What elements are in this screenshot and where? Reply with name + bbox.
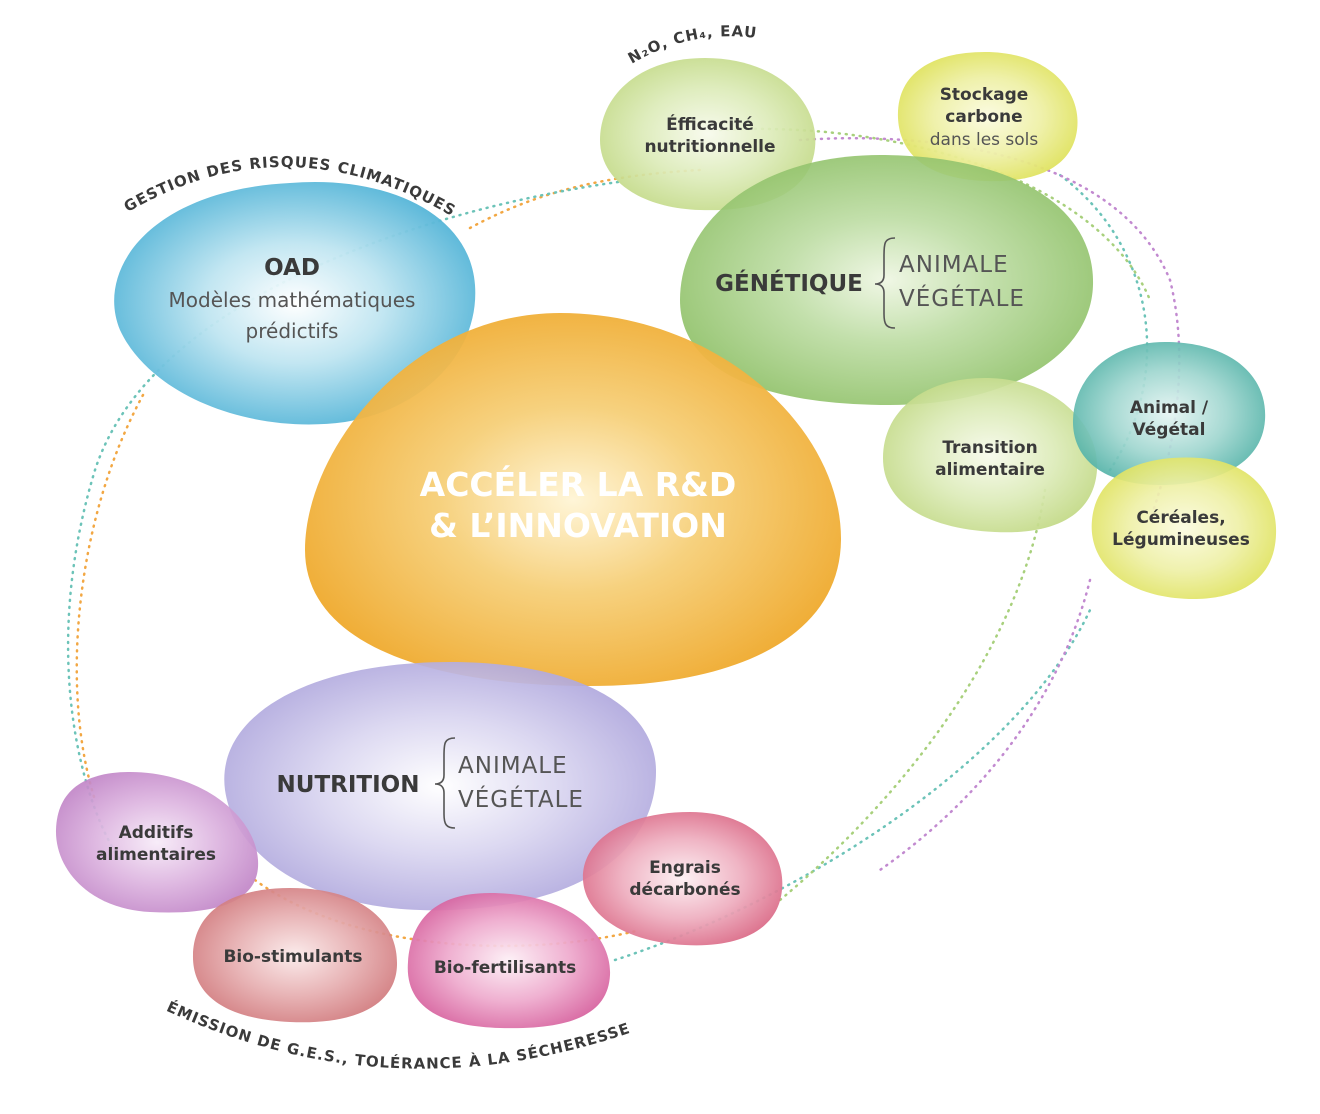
nutrition-label: NUTRITION ANIMALE VÉGÉTALE <box>277 737 584 829</box>
blob-stockage <box>897 52 1078 182</box>
transition-line2: alimentaire <box>935 460 1045 480</box>
engrais-line1: Engrais <box>649 858 721 878</box>
oad-label: OAD Modèles mathématiques prédictifs <box>169 255 416 343</box>
genetique-title: GÉNÉTIQUE <box>715 269 863 297</box>
bio-stimulants-text: Bio-stimulants <box>223 947 362 967</box>
center-title-line2: & L’INNOVATION <box>429 506 727 545</box>
stockage-line1: Stockage <box>940 85 1029 105</box>
genetique-line2: VÉGÉTALE <box>899 284 1025 312</box>
blob-additifs <box>55 772 259 913</box>
genetique-line1: ANIMALE <box>899 252 1009 278</box>
cereales-line2: Légumineuses <box>1112 530 1250 550</box>
bio-fertilisants-text: Bio-fertilisants <box>434 958 576 978</box>
nutrition-brace <box>434 737 456 829</box>
blob-animal <box>1072 342 1266 485</box>
blob-nutrition <box>224 662 657 911</box>
efficacite-line1: Éfficacité <box>666 113 754 135</box>
blob-bio-stimulants <box>192 888 398 1023</box>
animal-line1: Animal / <box>1130 398 1209 418</box>
animal-label: Animal / Végétal <box>1130 398 1209 440</box>
animal-line2: Végétal <box>1133 420 1206 440</box>
stockage-line3: dans les sols <box>930 130 1039 150</box>
blob-cereales <box>1091 457 1277 600</box>
cereales-line1: Céréales, <box>1136 508 1225 528</box>
genetique-brace <box>874 237 896 329</box>
bio-stimulants-label: Bio-stimulants <box>223 947 362 967</box>
transition-label: Transition alimentaire <box>935 438 1045 480</box>
bio-fertilisants-label: Bio-fertilisants <box>434 958 576 978</box>
oad-line2: prédictifs <box>246 319 339 343</box>
nutrition-title: NUTRITION <box>277 772 420 798</box>
blob-bio-fertilisants <box>407 893 611 1029</box>
efficacite-line2: nutritionnelle <box>644 137 775 157</box>
transition-line1: Transition <box>942 438 1037 458</box>
blob-oad <box>114 181 476 425</box>
engrais-line2: décarbonés <box>629 880 740 900</box>
center-title-line1: ACCÉLER LA R&D <box>420 464 737 504</box>
stockage-label: Stockage carbone dans les sols <box>930 85 1039 150</box>
blob-engrais <box>582 812 783 946</box>
blob-genetique <box>680 155 1094 405</box>
genetique-label: GÉNÉTIQUE ANIMALE VÉGÉTALE <box>715 237 1025 329</box>
additifs-label: Additifs alimentaires <box>96 823 216 865</box>
nutrition-line1: ANIMALE <box>458 753 568 779</box>
blob-center <box>305 313 842 687</box>
stockage-line2: carbone <box>945 107 1022 127</box>
additifs-line1: Additifs <box>119 823 194 843</box>
oad-title: OAD <box>264 255 320 281</box>
center-title: ACCÉLER LA R&D & L’INNOVATION <box>420 464 737 545</box>
nutrition-line2: VÉGÉTALE <box>458 785 584 813</box>
efficacite-label: Éfficacité nutritionnelle <box>644 113 775 157</box>
cereales-label: Céréales, Légumineuses <box>1112 508 1250 550</box>
oad-line1: Modèles mathématiques <box>169 288 416 312</box>
engrais-label: Engrais décarbonés <box>629 858 740 900</box>
blob-transition <box>883 378 1098 533</box>
blob-efficacite <box>600 58 816 211</box>
additifs-line2: alimentaires <box>96 845 216 865</box>
